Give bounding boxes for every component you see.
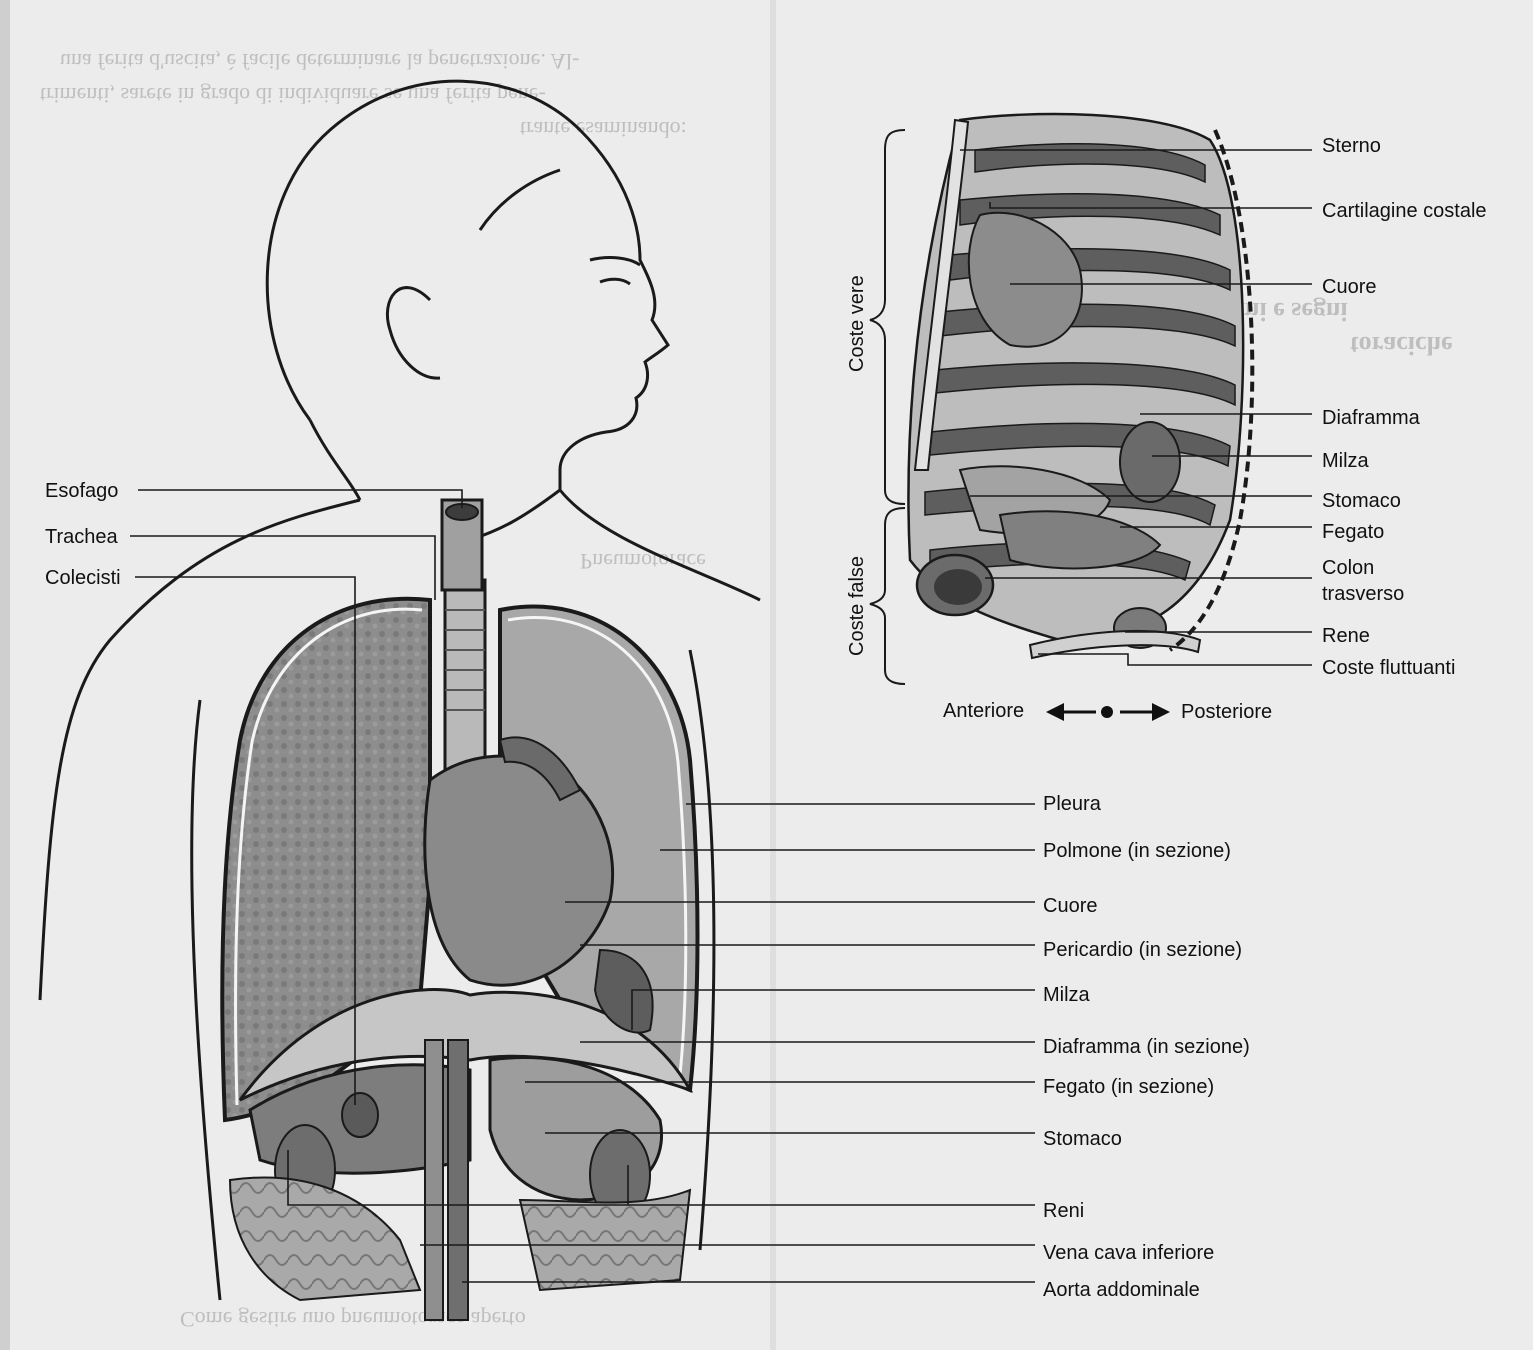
label-cuore: Cuore [1043,895,1097,917]
leader-coste-fluttuanti [1038,654,1312,665]
label-coste-vere: Coste vere [846,275,869,372]
ribcage-spleen [1120,422,1180,502]
eye [600,279,630,284]
gallbladder [342,1093,378,1137]
label-colecisti: Colecisti [45,567,121,589]
label-diaframma: Diaframma (in sezione) [1043,1036,1250,1058]
label-milza: Milza [1043,984,1090,1006]
bracket-false-ribs [870,508,905,684]
label-trachea: Trachea [45,526,118,548]
bracket-true-ribs [870,130,905,504]
label-sterno: Sterno [1322,135,1381,157]
label-trasverso: trasverso [1322,583,1404,605]
head-outline [267,81,668,540]
page-edge [0,0,10,1350]
label-cuore-ribcage: Cuore [1322,276,1376,298]
abdominal-aorta [448,1040,468,1320]
label-colon: Colon [1322,557,1374,579]
label-polmone: Polmone (in sezione) [1043,840,1231,862]
label-anteriore: Anteriore [943,700,1024,722]
label-fegato-ribcage: Fegato [1322,521,1384,543]
inferior-vena-cava [425,1040,443,1320]
label-rene: Rene [1322,625,1370,647]
eyebrow [590,258,640,265]
label-milza-ribcage: Milza [1322,450,1369,472]
label-vena-cava: Vena cava inferiore [1043,1242,1214,1264]
body-side-left [192,700,220,1300]
label-coste-fluttuanti: Coste fluttuanti [1322,657,1455,679]
intestines [230,1178,420,1301]
ribcage-colon-lumen [934,569,982,605]
shoulder-right [560,490,760,600]
label-coste-false: Coste false [846,556,869,656]
ear [387,288,440,379]
label-fegato: Fegato (in sezione) [1043,1076,1214,1098]
neck-back [310,420,360,500]
leader-esofago [138,490,462,508]
label-cartilagine: Cartilagine costale [1322,200,1487,222]
label-aorta: Aorta addominale [1043,1279,1200,1301]
label-diaframma-ribcage: Diaframma [1322,407,1420,429]
thorax-organs [222,500,697,1320]
label-stomaco-ribcage: Stomaco [1322,490,1401,512]
hairline [480,170,560,230]
arrow-left-head [1046,703,1064,721]
leader-trachea [130,536,435,600]
label-pericardio: Pericardio (in sezione) [1043,939,1242,961]
arrow-right-head [1152,703,1170,721]
label-posteriore: Posteriore [1181,701,1272,723]
label-esofago: Esofago [45,480,118,502]
ribcage-figure [870,114,1312,721]
label-stomaco: Stomaco [1043,1128,1122,1150]
orientation-arrow [1046,703,1170,721]
arrow-center-dot [1101,706,1113,718]
page-gutter [770,0,776,1350]
label-pleura: Pleura [1043,793,1101,815]
label-reni: Reni [1043,1200,1084,1222]
